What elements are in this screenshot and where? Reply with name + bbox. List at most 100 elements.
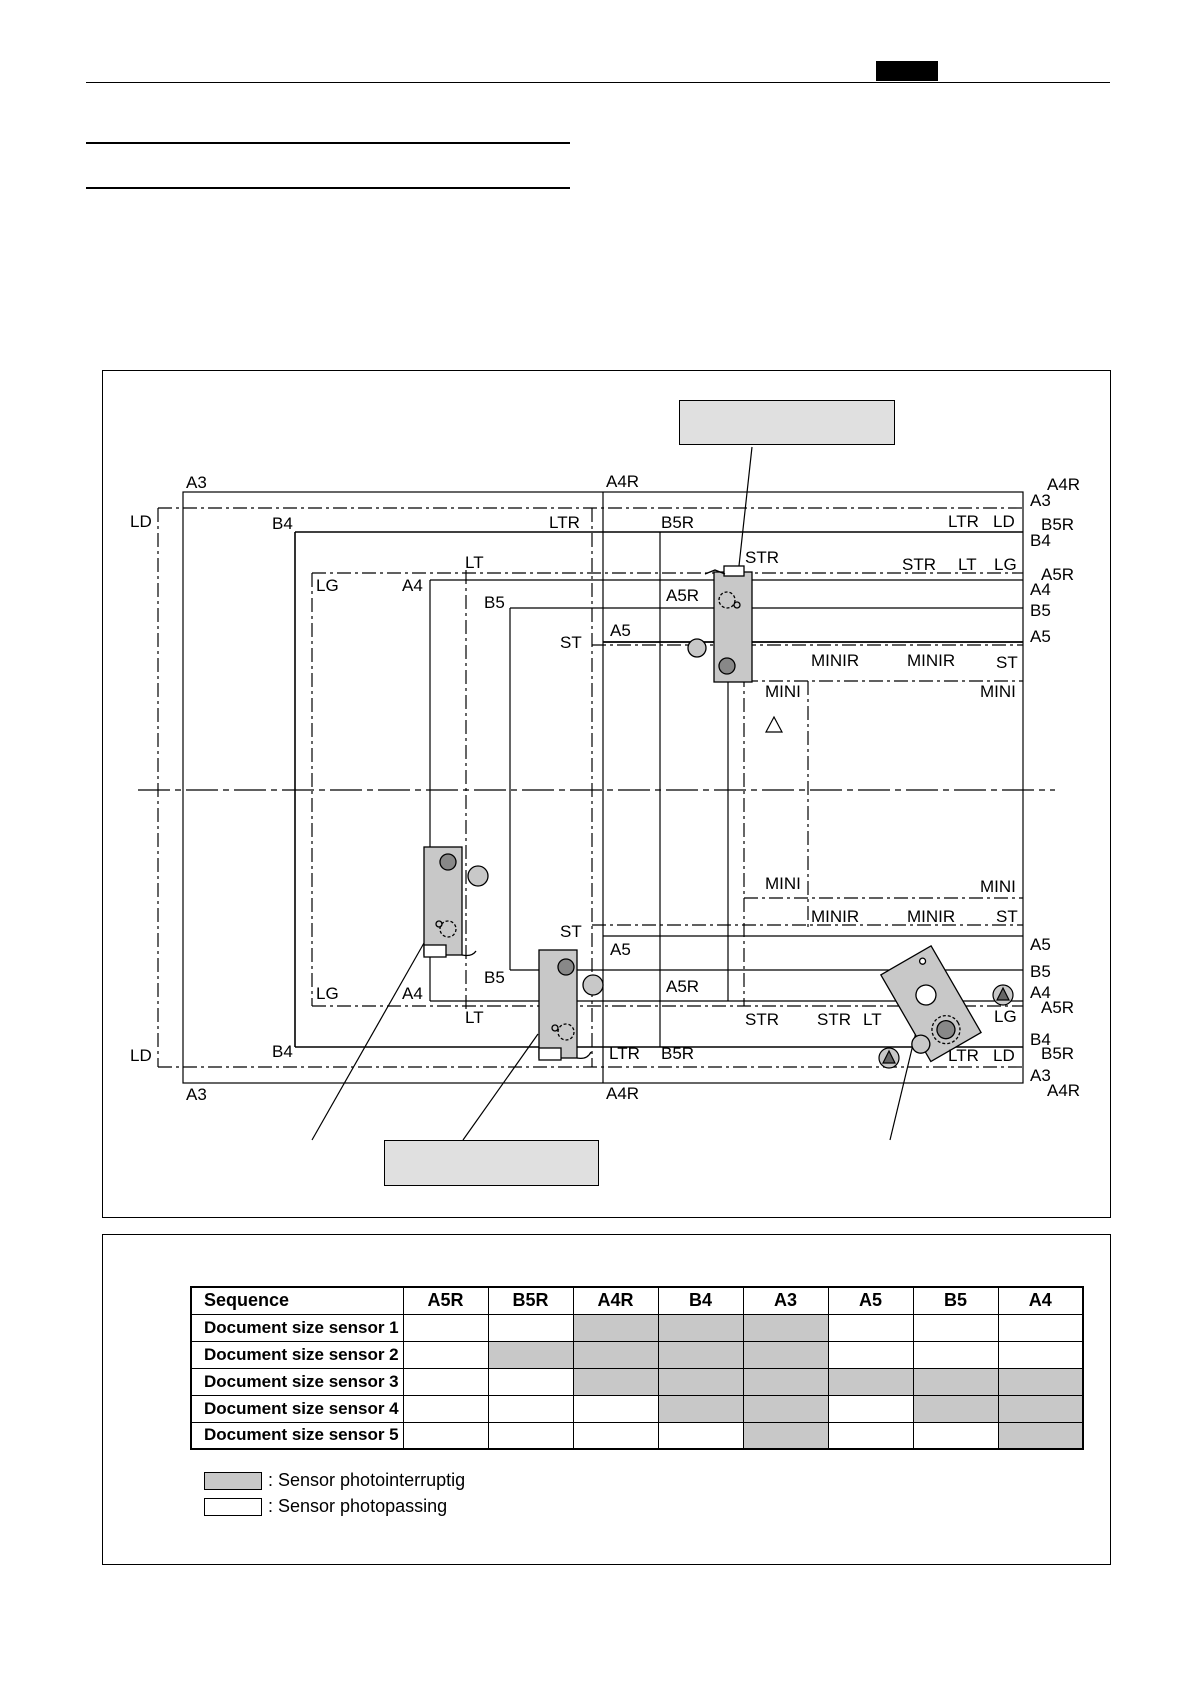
legend-item-passing: : Sensor photopassing — [204, 1496, 447, 1517]
label-ltr-right-top: LTR — [948, 512, 979, 531]
table-cell — [827, 1394, 914, 1423]
table-header-sequence: Sequence — [190, 1286, 404, 1315]
label-lt-right-top: LT — [958, 555, 977, 574]
outline-st — [592, 644, 1023, 926]
label-st-right-top: ST — [996, 653, 1018, 672]
label-ltr-right-bottom: LTR — [948, 1046, 979, 1065]
label-lg-right-top: LG — [994, 555, 1017, 574]
table-cell — [997, 1340, 1084, 1369]
table-cell — [827, 1313, 914, 1342]
label-b5r-right-top: B5R — [1041, 515, 1074, 534]
label-b5-left-bottom: B5 — [484, 968, 505, 987]
label-a3-bottom-left: A3 — [186, 1085, 207, 1104]
screw-icon-right — [992, 984, 1014, 1006]
table-cell — [912, 1421, 999, 1450]
label-a4r-bottom: A4R — [606, 1084, 639, 1103]
table-cell — [997, 1313, 1084, 1342]
legend-swatch-interrupting — [204, 1471, 262, 1490]
label-st-top: ST — [560, 633, 582, 652]
outline-mini — [744, 680, 1023, 899]
table-cell — [997, 1394, 1084, 1423]
title-rule-bottom — [86, 187, 570, 189]
label-minir-bottom-right: MINIR — [907, 907, 955, 926]
table-cell — [572, 1394, 659, 1423]
label-ltr-top: LTR — [549, 513, 580, 532]
callout-box-bottom — [384, 1140, 599, 1186]
sensor-layout-frame — [102, 370, 1111, 1218]
label-lg-left-bottom: LG — [316, 984, 339, 1003]
table-cell — [742, 1367, 829, 1396]
label-a4r-top: A4R — [606, 472, 639, 491]
table-header-b5r: B5R — [487, 1286, 574, 1315]
table-cell — [487, 1313, 574, 1342]
table-cell — [827, 1340, 914, 1369]
label-minir-top-right: MINIR — [907, 651, 955, 670]
label-mini-right-bottom: MINI — [980, 877, 1016, 896]
sensor-middle-icon — [538, 949, 604, 1061]
table-cell — [657, 1313, 744, 1342]
label-lt-right-bottom: LT — [863, 1010, 882, 1029]
table-cell — [657, 1340, 744, 1369]
label-b5-right-bottom: B5 — [1030, 962, 1051, 981]
table-row-label: Document size sensor 3 — [190, 1367, 404, 1396]
table-cell — [657, 1421, 744, 1450]
table-cell — [402, 1340, 489, 1369]
callout-box-top — [679, 400, 895, 445]
label-a4-left-bottom: A4 — [402, 984, 423, 1003]
label-b5-left-top: B5 — [484, 593, 505, 612]
legend-swatch-passing — [204, 1497, 262, 1516]
label-mini-bottom: MINI — [765, 874, 801, 893]
sensor-angled-icon — [879, 944, 982, 1063]
label-str-right-bottom: STR — [817, 1010, 851, 1029]
label-lg-left-top: LG — [316, 576, 339, 595]
label-mini-top: MINI — [765, 682, 801, 701]
table-cell — [827, 1367, 914, 1396]
label-a4-left-top: A4 — [402, 576, 423, 595]
table-cell — [742, 1340, 829, 1369]
label-str-top: STR — [745, 548, 779, 567]
table-cell — [912, 1340, 999, 1369]
sensor-top-icon — [687, 565, 753, 683]
label-lt-top: LT — [465, 553, 484, 572]
legend-label-interrupting: : Sensor photointerruptig — [268, 1470, 466, 1490]
label-a5-bottom: A5 — [610, 940, 631, 959]
label-a5r-right-bottom: A5R — [1041, 998, 1074, 1017]
label-str-bottom: STR — [745, 1010, 779, 1029]
table-cell — [827, 1421, 914, 1450]
label-st-right-bottom: ST — [996, 907, 1018, 926]
leader-line-middle — [462, 1033, 539, 1141]
label-a5r-right-top: A5R — [1041, 565, 1074, 584]
label-ld-right-bottom: LD — [993, 1046, 1015, 1065]
label-a4-right-top: A4 — [1030, 580, 1051, 599]
label-a3-right-bottom: A3 — [1030, 1066, 1051, 1085]
table-cell — [912, 1394, 999, 1423]
table-cell — [487, 1367, 574, 1396]
screw-icon-bottom — [878, 1047, 900, 1069]
table-cell — [657, 1394, 744, 1423]
table-row-label: Document size sensor 5 — [190, 1421, 404, 1450]
label-a3-top-left: A3 — [186, 473, 207, 492]
table-cell — [487, 1421, 574, 1450]
label-mini-right-top: MINI — [980, 682, 1016, 701]
table-header-a5r: A5R — [402, 1286, 489, 1315]
table-cell — [657, 1367, 744, 1396]
table-cell — [487, 1394, 574, 1423]
table-cell — [912, 1313, 999, 1342]
label-b4-right-top: B4 — [1030, 531, 1051, 550]
table-row: Document size sensor 1 — [190, 1313, 1084, 1342]
header-rule — [86, 82, 1110, 83]
table-row-label: Document size sensor 1 — [190, 1313, 404, 1342]
table-cell — [742, 1313, 829, 1342]
table-cell — [742, 1394, 829, 1423]
leader-line-left — [311, 942, 425, 1141]
table-cell — [402, 1421, 489, 1450]
table-header-b5: B5 — [912, 1286, 999, 1315]
label-b4-left-top: B4 — [272, 514, 293, 533]
label-st-bottom: ST — [560, 922, 582, 941]
leader-line-right — [889, 1031, 917, 1141]
table-row-label: Document size sensor 2 — [190, 1340, 404, 1369]
label-str-right-top: STR — [902, 555, 936, 574]
table-row: Document size sensor 4 — [190, 1394, 1084, 1423]
table-row: Document size sensor 5 — [190, 1421, 1084, 1450]
